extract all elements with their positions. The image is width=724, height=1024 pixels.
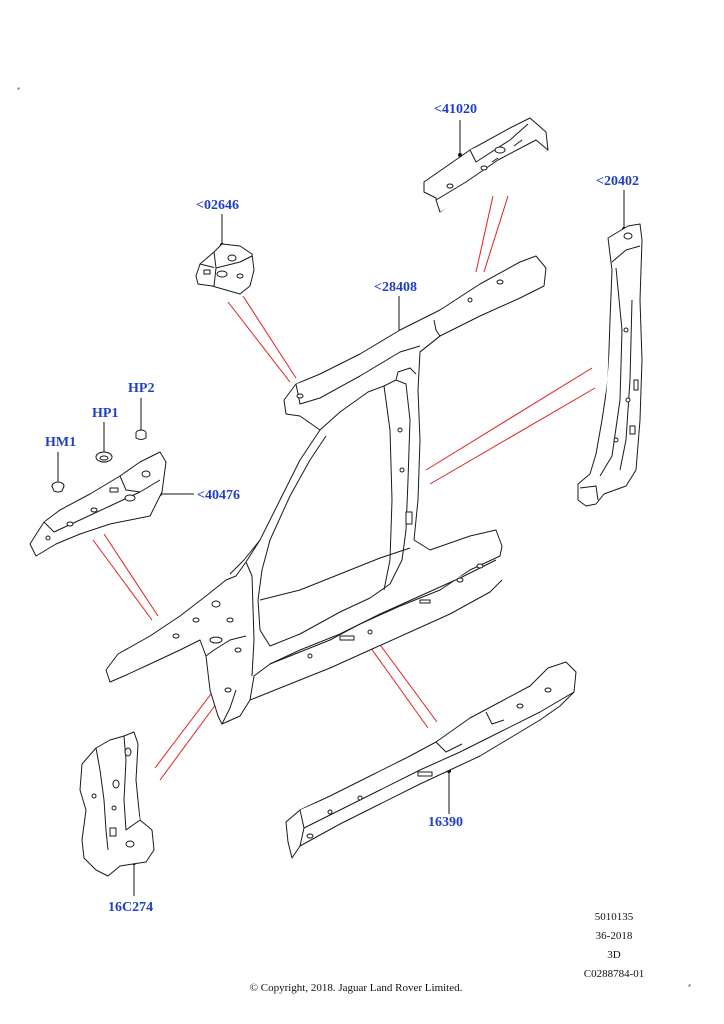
drawing-reference-block: 5010135 36-2018 3D C0288784-01 [574,908,654,984]
corner-marks [17,87,691,987]
fastener-hp2 [135,429,147,440]
drawing-view-type: 3D [607,949,621,961]
part-28408-body-side [105,255,547,725]
fastener-hm1 [51,481,65,493]
part-02646 [195,243,255,295]
callout-20402[interactable]: <20402 [596,174,639,189]
callout-16390[interactable]: 16390 [428,815,463,830]
callout-16c274[interactable]: 16C274 [108,900,154,915]
pointer-lines [57,120,625,896]
callout-02646[interactable]: <02646 [196,198,239,213]
callout-hp2[interactable]: HP2 [128,381,155,396]
callout-hm1[interactable]: HM1 [45,435,77,450]
fastener-hp1 [95,451,113,463]
part-40476 [29,451,167,557]
leader-lines [92,195,596,781]
callout-40476[interactable]: <40476 [197,488,240,503]
drawing-number: 5010135 [594,911,634,923]
callout-41020[interactable]: <41020 [434,102,477,117]
part-20402 [577,223,643,507]
drawing-date-code: 36-2018 [595,930,633,942]
part-16390 [285,661,577,859]
drawing-id: C0288784-01 [583,968,645,980]
callout-28408[interactable]: <28408 [374,280,417,295]
copyright-notice: © Copyright, 2018. Jaguar Land Rover Lim… [249,982,463,994]
part-41020 [423,117,549,213]
callout-hp1[interactable]: HP1 [92,406,119,421]
part-16c274 [79,731,155,877]
